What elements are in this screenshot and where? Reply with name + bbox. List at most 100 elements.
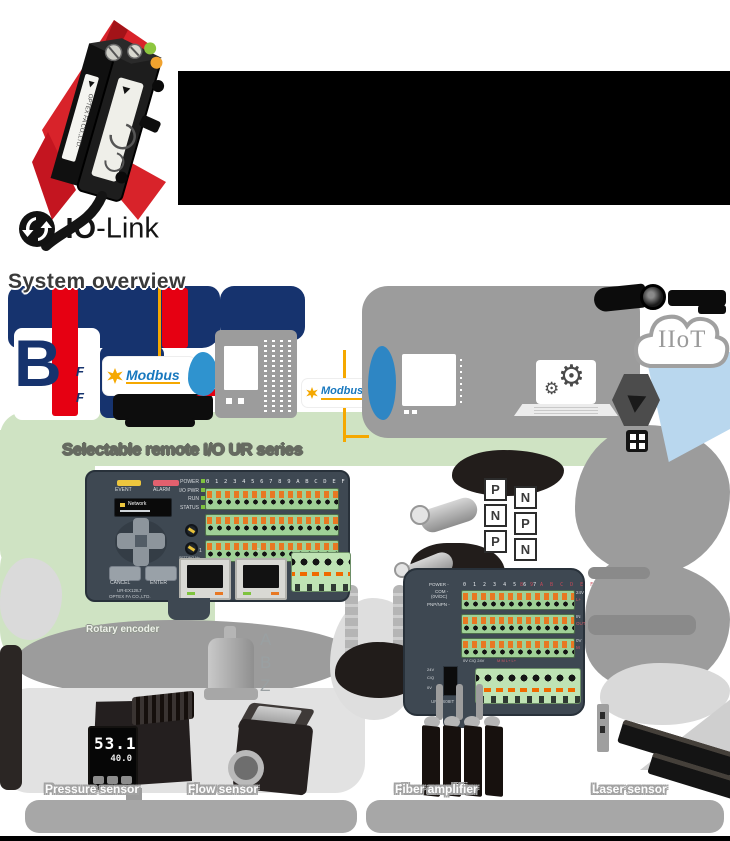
encoder-caption: Rotary encoder bbox=[86, 624, 160, 635]
green-connector bbox=[475, 668, 581, 704]
bus-line bbox=[158, 286, 161, 358]
modbus-label: Modbus bbox=[126, 366, 180, 385]
port-label-24v: 24V bbox=[427, 667, 435, 672]
sensor-connector bbox=[139, 115, 161, 133]
plc-screen bbox=[224, 346, 258, 390]
plc-button bbox=[238, 398, 244, 404]
amp-cap bbox=[444, 716, 460, 728]
label-lump bbox=[588, 615, 696, 635]
gateway-model: UR-EX12ILT bbox=[117, 588, 143, 593]
caption-laser-sensor: Laser sensor bbox=[592, 782, 667, 796]
io-right-label: M bbox=[576, 645, 580, 650]
cclink-letter-f: F bbox=[76, 390, 84, 405]
rotary-dial bbox=[185, 542, 198, 555]
silhouette-blob bbox=[0, 558, 62, 640]
section-title: System overview bbox=[8, 270, 186, 293]
camera-text-lump bbox=[668, 290, 726, 306]
pressure-button bbox=[107, 776, 118, 784]
plc-slot bbox=[280, 340, 283, 412]
status-led-block: POWER I/O PWR RUN STATUS bbox=[167, 479, 205, 517]
ethernet-ip-blue-drop bbox=[188, 352, 218, 396]
io-right-label: L+ bbox=[576, 597, 582, 602]
caption-fiber-amplifier: Fiber amplifier bbox=[395, 782, 478, 796]
modbus-star-icon bbox=[306, 387, 318, 399]
fiber-cable bbox=[456, 684, 463, 720]
hmi-button bbox=[412, 410, 417, 414]
amp-unit bbox=[485, 725, 503, 797]
photo-sensor-lens bbox=[410, 505, 430, 525]
hmi-screen bbox=[402, 354, 456, 406]
alarm-led bbox=[153, 480, 179, 486]
npn-letter: N bbox=[514, 538, 537, 561]
switch-grid-icon bbox=[626, 430, 648, 452]
camera-lens-icon bbox=[640, 284, 666, 310]
cancel-label: CANCEL bbox=[110, 580, 131, 586]
product-photo: OPTEX FA CO.,LTD. bbox=[32, 20, 166, 251]
fiber-cable bbox=[436, 684, 443, 720]
gear-icon: ⚙ bbox=[544, 379, 560, 398]
iolink-logo-link: -Link bbox=[96, 212, 159, 245]
io-left-label: (0V/DC) bbox=[431, 594, 448, 599]
port-label-cq: C/Q bbox=[427, 675, 435, 680]
iiot-label: IIoT bbox=[658, 326, 707, 353]
green-zone-caption: Selectable remote I/O UR series bbox=[62, 440, 303, 459]
io-right-label: OUT bbox=[576, 621, 586, 626]
pressure-value: 53.1 bbox=[94, 734, 137, 753]
bottom-black-strip bbox=[0, 836, 730, 841]
dpad-center bbox=[135, 535, 147, 547]
pressure-display: 53.1 40.0 bbox=[88, 726, 138, 790]
pnp-letter: N bbox=[484, 504, 507, 527]
sensor-body: OPTEX FA CO.,LTD. bbox=[50, 38, 165, 202]
amp-cap bbox=[464, 716, 480, 728]
port2-label: 2 bbox=[257, 548, 260, 554]
status-label: POWER bbox=[180, 479, 205, 486]
modbus-label: Modbus bbox=[321, 386, 364, 400]
encoder-signal-z: Z bbox=[260, 676, 271, 695]
ethernet-port-2 bbox=[235, 558, 287, 600]
io-left-label: COM - bbox=[435, 589, 449, 594]
oled-dot bbox=[120, 503, 125, 507]
modbus-logo-right: Modbus bbox=[302, 379, 372, 407]
terminal-row bbox=[205, 514, 339, 536]
event-led bbox=[117, 480, 141, 486]
status-label: I/O PWR bbox=[179, 487, 205, 495]
laser-bracket-hole bbox=[600, 726, 605, 733]
pressure-button bbox=[93, 776, 104, 784]
laptop-screen bbox=[536, 360, 596, 404]
hmi-connector-blue bbox=[368, 346, 396, 420]
green-led bbox=[144, 42, 157, 55]
cloud-icon bbox=[633, 314, 730, 368]
io-hub-unit: POWER - COM - (0V/DC) PNP/NPN - 0 1 2 3 … bbox=[403, 568, 593, 716]
amp-cap bbox=[484, 716, 500, 728]
bus-line bbox=[345, 435, 369, 438]
iolink-logo: IO-Link bbox=[18, 210, 178, 250]
laser-bracket-hole bbox=[600, 712, 605, 719]
io-link-port bbox=[443, 666, 458, 696]
plc-button bbox=[226, 398, 232, 404]
silhouette-blob bbox=[600, 663, 730, 725]
plc-slot bbox=[272, 340, 275, 412]
fieldbus-logo-lump bbox=[125, 418, 195, 427]
oled-text: Network bbox=[128, 501, 147, 507]
pressure-button bbox=[121, 776, 132, 784]
iolink-arrows-icon bbox=[19, 211, 55, 247]
io-hex-red: 8 9 A B C D E F bbox=[520, 582, 596, 588]
green-connector bbox=[291, 552, 351, 592]
terminal-hex-row: 0 1 2 3 4 5 6 7 8 9 A B C D E F bbox=[206, 479, 346, 485]
pnp-letter: P bbox=[484, 530, 507, 553]
port-label-0v: 0V bbox=[427, 685, 432, 690]
modbus-star-icon bbox=[107, 368, 123, 384]
silhouette-blob bbox=[0, 645, 22, 790]
label-lump bbox=[588, 567, 650, 579]
pnp-letter: P bbox=[484, 478, 507, 501]
laptop-keyboard-lines bbox=[534, 406, 598, 414]
event-label: EVENT bbox=[115, 487, 132, 493]
flow-lens-inner bbox=[234, 756, 258, 780]
io-right-label: 0V bbox=[576, 638, 582, 643]
io-left-label: PNP/NPN - bbox=[427, 602, 450, 607]
encoder-signal-a: A bbox=[260, 630, 272, 649]
camera-text-lump bbox=[698, 305, 726, 314]
port1-label: 1 bbox=[199, 548, 202, 554]
io-hex-white: 0 1 2 3 4 5 6 7 bbox=[463, 582, 539, 588]
fiber-cable bbox=[476, 684, 483, 720]
